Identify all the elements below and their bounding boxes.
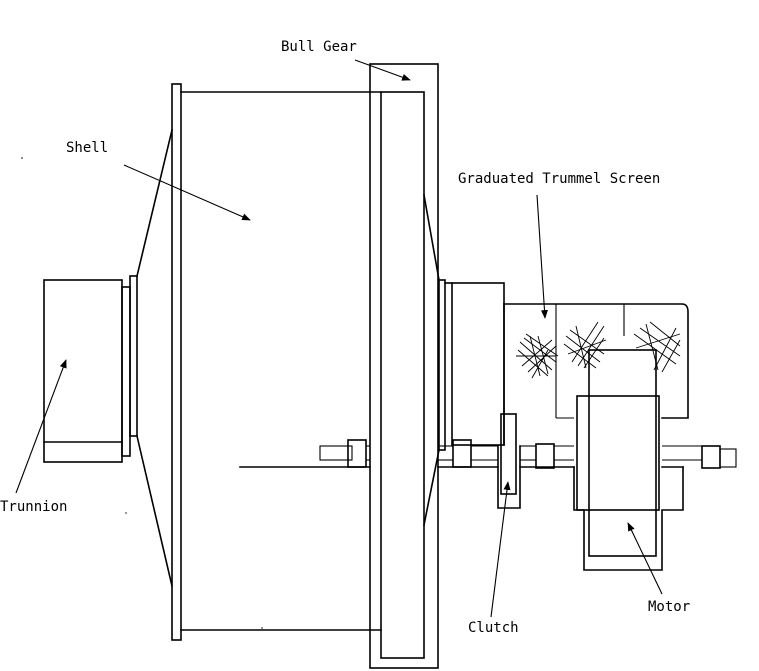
screen-label: Graduated Trummel Screen [458, 171, 660, 187]
drive-shaft [319, 439, 737, 469]
motor [573, 349, 684, 571]
motor-label: Motor [648, 599, 690, 615]
bull-gear [369, 63, 439, 669]
trummel-screen-housing [451, 282, 689, 446]
screen-leader [536, 194, 548, 319]
scan-specks [21, 157, 263, 629]
bull-gear-label: Bull Gear [281, 39, 357, 55]
shell-right-cone [423, 194, 453, 526]
shell-body [180, 91, 382, 631]
shell-leader [123, 164, 251, 221]
shell-left-cone [136, 83, 182, 641]
bull-gear-leader [354, 59, 411, 81]
trunnion-label: Trunnion [0, 499, 67, 515]
clutch-leader [490, 481, 511, 618]
motor-leader [627, 522, 663, 595]
clutch [497, 413, 521, 509]
trunnion-leader [15, 359, 67, 494]
shell-label: Shell [66, 140, 108, 156]
trunnion-block [43, 275, 138, 463]
clutch-label: Clutch [468, 620, 519, 636]
